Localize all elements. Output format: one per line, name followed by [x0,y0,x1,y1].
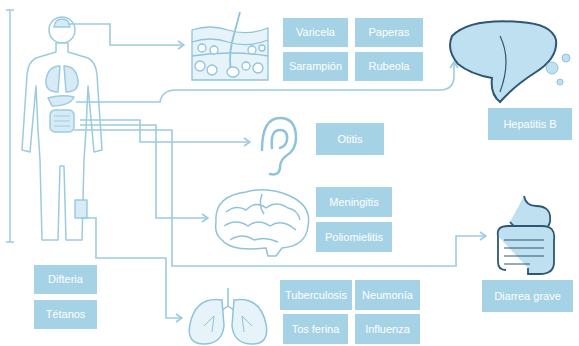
disease-box: Varicela [283,18,348,47]
disease-label: Tos ferina [292,323,340,336]
bracket [6,10,14,242]
disease-box: Poliomielitis [316,222,392,252]
disease-box: Hepatitis B [488,108,572,140]
disease-box: Tétanos [34,300,97,329]
disease-box: Influenza [355,314,420,344]
disease-label: Sarampión [289,60,342,73]
disease-label: Otitis [337,133,362,146]
disease-label: Rubeola [369,60,410,73]
disease-label: Paperas [369,26,410,39]
disease-box: Sarampión [283,52,348,81]
disease-label: Tuberculosis [285,289,347,302]
disease-box: Diarrea grave [482,280,573,312]
ear-icon [262,118,296,174]
disease-label: Tétanos [46,308,86,321]
disease-label: Influenza [365,323,410,336]
liver-icon [450,21,556,102]
disease-label: Hepatitis B [503,118,556,131]
brain-icon [216,190,309,256]
disease-box: Tos ferina [283,314,348,344]
disease-label: Meningitis [329,196,379,209]
disease-box: Rubeola [355,52,423,81]
disease-box: Tuberculosis [280,280,352,310]
disease-box: Neumonía [355,280,420,310]
skin-icon [192,12,268,80]
disease-label: Varicela [296,26,335,39]
intestine-icon [498,196,555,274]
disease-label: Poliomielitis [325,231,383,244]
human-body [22,17,102,240]
disease-box: Paperas [355,18,423,47]
disease-box: Meningitis [316,187,392,217]
disease-box: Difteria [34,265,97,294]
disease-label: Difteria [48,273,83,286]
lungs-icon [189,288,266,344]
leader-lines [68,24,486,318]
disease-box: Otitis [316,123,384,155]
disease-label: Neumonía [362,289,413,302]
disease-label: Diarrea grave [494,290,561,303]
virus-icon [546,54,570,85]
